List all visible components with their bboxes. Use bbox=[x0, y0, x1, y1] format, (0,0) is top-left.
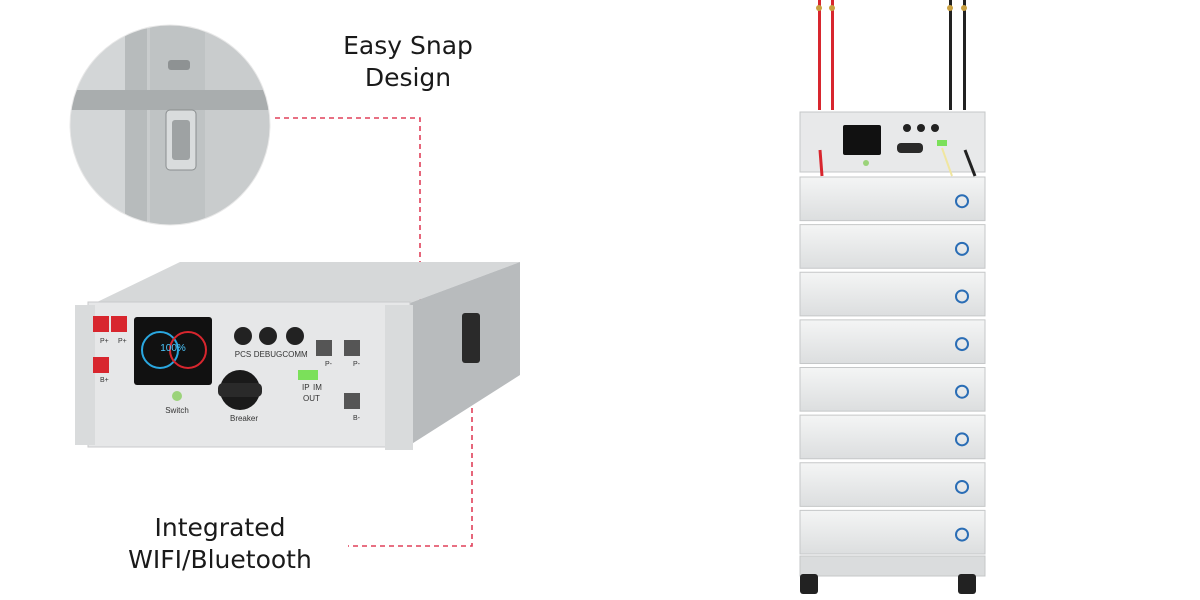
battery-stack bbox=[799, 0, 986, 594]
battery-module bbox=[799, 224, 986, 269]
battery-module bbox=[799, 414, 986, 460]
soc-readout: 100% bbox=[160, 343, 186, 354]
p-plus-label: P+ bbox=[118, 338, 127, 345]
brand-logo-icon bbox=[955, 432, 969, 447]
brand-logo-icon bbox=[955, 241, 969, 256]
debug-port-label: DEBUG bbox=[254, 350, 282, 359]
snap-latch-closeup bbox=[70, 25, 270, 225]
brand-logo-icon bbox=[955, 479, 969, 494]
p-minus-label: P- bbox=[325, 361, 333, 368]
im-label: IM bbox=[313, 383, 322, 392]
control-box-unit: 100% PCS DEBUG COMM P+ P+ B+ P- P- B- IP… bbox=[75, 262, 520, 450]
ip-label: IP bbox=[302, 383, 310, 392]
battery-module bbox=[799, 319, 986, 364]
brand-logo-icon bbox=[955, 527, 969, 542]
callout-line-wifi bbox=[348, 345, 473, 547]
brand-logo-icon bbox=[955, 289, 969, 304]
callout-text: WIFI/Bluetooth bbox=[128, 545, 312, 574]
pcs-port-label: PCS bbox=[235, 350, 251, 359]
callout-wifi-bluetooth: Integrated WIFI/Bluetooth bbox=[100, 512, 340, 576]
callout-text: Design bbox=[364, 63, 452, 92]
comm-port-label: COMM bbox=[282, 350, 308, 359]
p-minus-label: P- bbox=[353, 361, 361, 368]
callout-line-snap bbox=[275, 117, 421, 318]
breaker-label: Breaker bbox=[230, 414, 258, 423]
battery-module bbox=[799, 509, 986, 555]
battery-module bbox=[799, 271, 986, 317]
switch-label: Switch bbox=[165, 406, 189, 415]
b-plus-label: B+ bbox=[100, 377, 109, 384]
battery-module bbox=[799, 367, 986, 412]
brand-logo-icon bbox=[955, 194, 969, 209]
callout-text: Integrated bbox=[154, 513, 286, 542]
p-plus-label: P+ bbox=[100, 338, 109, 345]
out-label: OUT bbox=[303, 394, 320, 403]
callout-easy-snap: Easy Snap Design bbox=[318, 30, 498, 94]
b-minus-label: B- bbox=[353, 415, 361, 422]
brand-logo-icon bbox=[955, 384, 969, 399]
callout-text: Easy Snap bbox=[343, 31, 473, 60]
battery-module bbox=[799, 176, 986, 222]
brand-logo-icon bbox=[955, 337, 969, 352]
battery-module bbox=[799, 462, 986, 507]
